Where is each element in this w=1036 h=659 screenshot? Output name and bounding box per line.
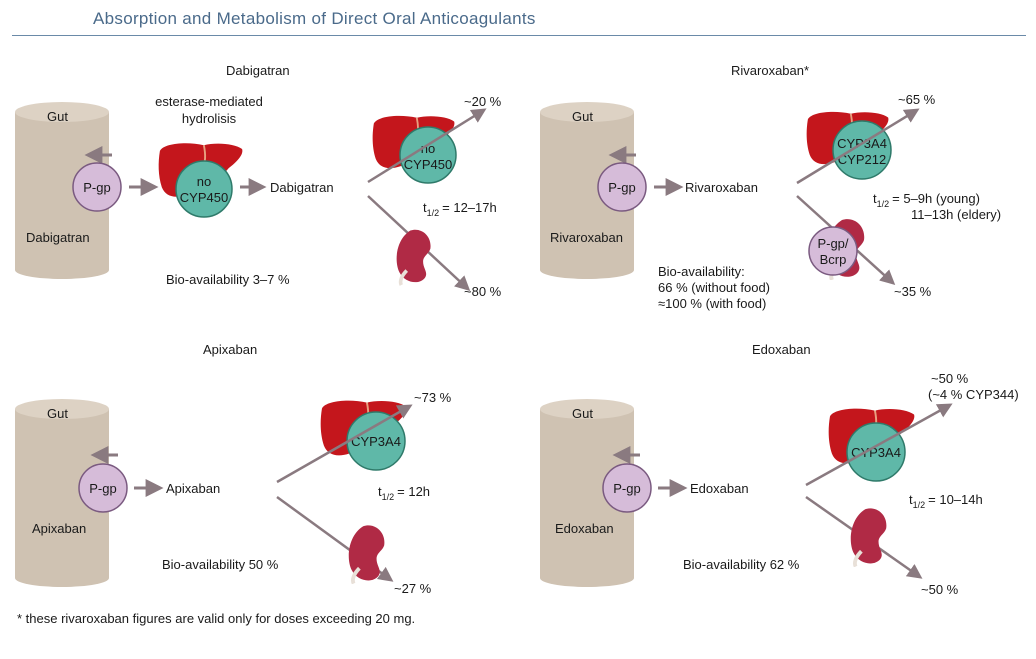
bioavailability-without-food: 66 % (without food) [658, 280, 770, 295]
hepatic-percent: ~65 % [898, 92, 936, 107]
pgp-label: P-gp [89, 481, 116, 496]
drug-label: Apixaban [166, 481, 220, 496]
panel-apixaban: Apixaban Gut Apixaban P-gp Apixaban Bio-… [15, 342, 452, 596]
panel-title-edoxaban: Edoxaban [752, 342, 811, 357]
half-life-label: t1/2= 5–9h (young) [873, 191, 980, 209]
hepatic-arrow [805, 403, 953, 487]
bioavailability-label: Bio-availability: [658, 264, 745, 279]
gut-label: Gut [572, 406, 593, 421]
hepatic-arrow [796, 108, 920, 185]
bioavailability-label: Bio-availability 62 % [683, 557, 800, 572]
kidney-icon [848, 506, 889, 567]
cyp-label: CYP3A4 [851, 445, 901, 460]
half-life-label: t1/2= 10–14h [909, 492, 983, 510]
pgp-label: P-gp [613, 481, 640, 496]
drug-label: Rivaroxaban [685, 180, 758, 195]
title-rule [12, 35, 1026, 36]
hepatic-percent: ~50 % [931, 371, 969, 386]
cyp-enzyme [399, 126, 457, 184]
gut-cylinder [540, 399, 634, 587]
pgp-bcrp-label-2: Bcrp [820, 252, 847, 267]
cyp-label-2: CYP450 [404, 157, 452, 172]
gut-label: Gut [47, 109, 68, 124]
panel-dabigatran: Dabigatran Gut Dabigatran P-gp esterase-… [15, 63, 502, 299]
hepatic-arrow [367, 108, 487, 184]
hydrolysis-label-1: esterase-mediated [155, 94, 263, 109]
panel-title-rivaroxaban: Rivaroxaban* [731, 63, 809, 78]
panel-edoxaban: Edoxaban Gut Edoxaban P-gp Edoxaban Bio-… [540, 342, 1019, 597]
hydrolysis-label-2: hydrolisis [182, 111, 237, 126]
bioavailability-label: Bio-availability 3–7 % [166, 272, 290, 287]
kidney-icon [346, 523, 387, 584]
cyp-label-2: CYP450 [180, 190, 228, 205]
pgp-label: P-gp [83, 180, 110, 195]
cyp-label-1: no [197, 174, 211, 189]
half-life-label: t1/2= 12–17h [423, 200, 497, 218]
hepatic-arrow [276, 404, 413, 484]
gut-label: Gut [47, 406, 68, 421]
pgp-transporter [597, 162, 647, 212]
pgp-label: P-gp [608, 180, 635, 195]
footnote: * these rivaroxaban figures are valid on… [17, 611, 416, 626]
cyp-label: CYP3A4 [351, 434, 401, 449]
gut-drug-label: Apixaban [32, 521, 86, 536]
gut-label: Gut [572, 109, 593, 124]
pgp-transporter [602, 463, 652, 513]
cyp-label-1: no [421, 141, 435, 156]
cyp-enzyme [175, 160, 233, 218]
panel-title-apixaban: Apixaban [203, 342, 257, 357]
bioavailability-with-food: ≈100 % (with food) [658, 296, 766, 311]
hepatic-percent: ~73 % [414, 390, 452, 405]
renal-percent: ~35 % [894, 284, 932, 299]
gut-drug-label: Edoxaban [555, 521, 614, 536]
pgp-transporter [72, 162, 122, 212]
gut-cylinder [15, 399, 109, 587]
hepatic-percent: ~20 % [464, 94, 502, 109]
gut-drug-label: Rivaroxaban [550, 230, 623, 245]
hepatic-percent-note: (~4 % CYP344) [928, 387, 1019, 402]
pgp-bcrp-label-1: P-gp/ [817, 236, 848, 251]
renal-percent: ~50 % [921, 582, 959, 597]
pgp-bcrp-transporter [808, 226, 858, 276]
bioavailability-label: Bio-availability 50 % [162, 557, 279, 572]
renal-percent: ~80 % [464, 284, 502, 299]
pgp-transporter [78, 463, 128, 513]
renal-percent: ~27 % [394, 581, 432, 596]
drug-label: Dabigatran [270, 180, 334, 195]
panel-rivaroxaban: Rivaroxaban* Gut Rivaroxaban P-gp Rivaro… [540, 63, 1001, 311]
figure-title: Absorption and Metabolism of Direct Oral… [93, 9, 536, 28]
panel-title-dabigatran: Dabigatran [226, 63, 290, 78]
cyp-label-2: CYP212 [838, 152, 886, 167]
half-life-label: t1/2= 12h [378, 484, 430, 502]
kidney-icon [394, 227, 433, 286]
drug-label: Edoxaban [690, 481, 749, 496]
half-life-elderly: 11–13h (eldery) [911, 207, 1001, 222]
gut-drug-label: Dabigatran [26, 230, 90, 245]
